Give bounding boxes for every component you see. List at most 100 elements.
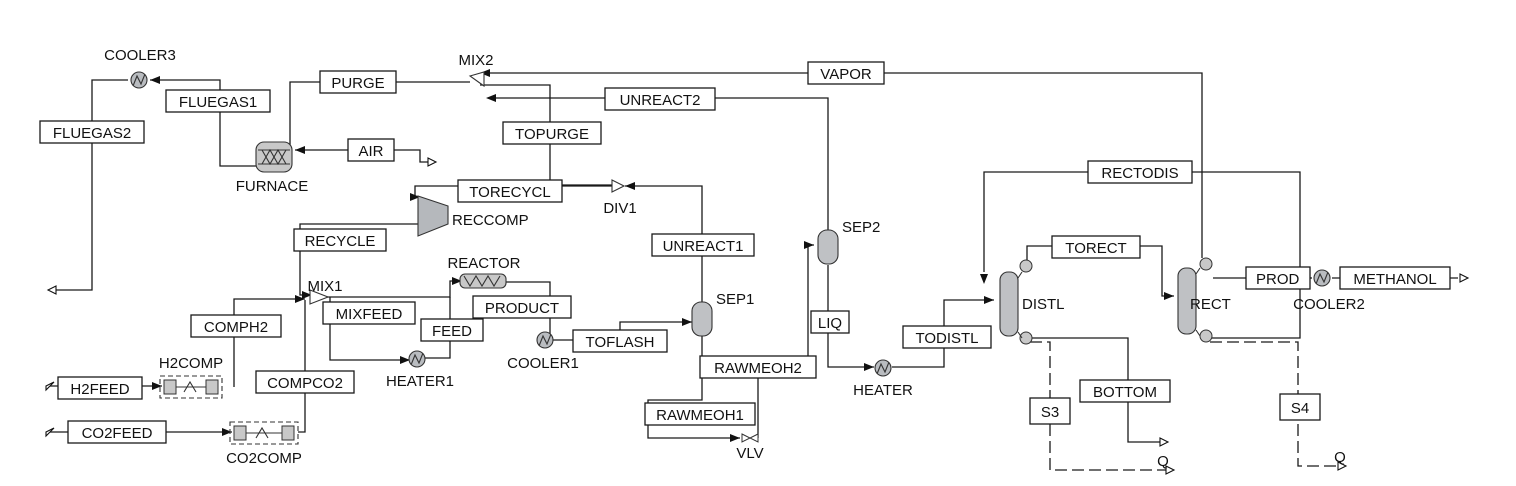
h2comp-icon[interactable] bbox=[159, 375, 223, 399]
stream-compco2[interactable]: COMPCO2 bbox=[255, 370, 355, 394]
svg-text:TODISTL: TODISTL bbox=[915, 330, 978, 347]
stream-fluegas2[interactable]: FLUEGAS2 bbox=[39, 120, 145, 144]
block-label-reactor: REACTOR bbox=[447, 255, 520, 272]
mix1-icon[interactable] bbox=[309, 289, 330, 305]
sep2-icon[interactable] bbox=[817, 229, 839, 265]
svg-text:RAWMEOH2: RAWMEOH2 bbox=[714, 360, 802, 377]
block-label-cooler2: COOLER2 bbox=[1293, 296, 1365, 313]
block-label-reccomp: RECCOMP bbox=[452, 212, 529, 229]
stream-methanol[interactable]: METHANOL bbox=[1339, 266, 1451, 290]
cooler2-icon[interactable] bbox=[1313, 269, 1331, 287]
svg-text:UNREACT2: UNREACT2 bbox=[620, 92, 701, 109]
stream-todistl[interactable]: TODISTL bbox=[902, 325, 992, 349]
sep1-icon[interactable] bbox=[691, 301, 713, 337]
svg-text:FLUEGAS1: FLUEGAS1 bbox=[179, 94, 257, 111]
cooler3-icon[interactable] bbox=[130, 71, 148, 89]
svg-text:RECYCLE: RECYCLE bbox=[305, 233, 376, 250]
block-label-cooler3: COOLER3 bbox=[104, 47, 176, 64]
stream-lines bbox=[50, 72, 1458, 471]
stream-liq[interactable]: LIQ bbox=[810, 310, 850, 334]
stream-prod[interactable]: PROD bbox=[1245, 266, 1311, 290]
svg-text:AIR: AIR bbox=[358, 143, 383, 160]
svg-text:TORECT: TORECT bbox=[1065, 240, 1126, 257]
svg-text:S3: S3 bbox=[1041, 404, 1059, 421]
stream-s3[interactable]: S3 bbox=[1029, 397, 1071, 425]
block-label-cooler1: COOLER1 bbox=[507, 355, 579, 372]
reactor-icon[interactable] bbox=[459, 273, 507, 289]
svg-text:COMPH2: COMPH2 bbox=[204, 319, 268, 336]
stream-fluegas1[interactable]: FLUEGAS1 bbox=[165, 89, 271, 113]
block-label-mix1: MIX1 bbox=[307, 278, 342, 295]
div1-icon[interactable] bbox=[611, 179, 626, 193]
svg-text:FEED: FEED bbox=[432, 323, 472, 340]
block-label-vlv: VLV bbox=[736, 445, 763, 462]
heater1-icon[interactable] bbox=[408, 350, 426, 368]
furnace-icon[interactable] bbox=[255, 141, 293, 173]
reccomp-icon[interactable] bbox=[417, 195, 449, 237]
svg-text:TOPURGE: TOPURGE bbox=[515, 126, 589, 143]
svg-text:RAWMEOH1: RAWMEOH1 bbox=[656, 407, 744, 424]
block-label-rect: RECT bbox=[1190, 296, 1231, 313]
svg-text:MIXFEED: MIXFEED bbox=[336, 306, 403, 323]
stream-co2feed[interactable]: CO2FEED bbox=[67, 420, 167, 444]
stream-comph2[interactable]: COMPH2 bbox=[190, 314, 282, 338]
stream-unreact1[interactable]: UNREACT1 bbox=[651, 233, 755, 257]
stream-torecycl[interactable]: TORECYCL bbox=[457, 179, 563, 203]
stream-rawmeoh2[interactable]: RAWMEOH2 bbox=[699, 355, 817, 379]
cooler1-icon[interactable] bbox=[536, 331, 554, 349]
svg-text:BOTTOM: BOTTOM bbox=[1093, 384, 1157, 401]
stream-bottom[interactable]: BOTTOM bbox=[1079, 379, 1171, 403]
block-labels: COOLER3 MIX2 FURNACE DIV1 RECCOMP MIX1 R… bbox=[104, 47, 1365, 470]
stream-purge[interactable]: PURGE bbox=[319, 70, 397, 94]
stream-h2feed[interactable]: H2FEED bbox=[57, 376, 143, 400]
svg-text:PROD: PROD bbox=[1256, 271, 1300, 288]
co2comp-icon[interactable] bbox=[229, 421, 299, 445]
svg-text:UNREACT1: UNREACT1 bbox=[663, 238, 744, 255]
svg-text:PRODUCT: PRODUCT bbox=[485, 300, 559, 317]
svg-text:FLUEGAS2: FLUEGAS2 bbox=[53, 125, 131, 142]
stream-toflash[interactable]: TOFLASH bbox=[572, 329, 668, 353]
heat-label-q-rect: Q bbox=[1334, 449, 1346, 466]
svg-text:COMPCO2: COMPCO2 bbox=[267, 375, 343, 392]
stream-recycle[interactable]: RECYCLE bbox=[293, 228, 387, 252]
vlv-icon[interactable] bbox=[741, 433, 759, 443]
svg-text:VAPOR: VAPOR bbox=[820, 66, 872, 83]
stream-air[interactable]: AIR bbox=[347, 138, 395, 162]
stream-torect[interactable]: TORECT bbox=[1051, 235, 1141, 259]
outlet-arrows bbox=[45, 157, 1470, 475]
svg-text:PURGE: PURGE bbox=[331, 75, 384, 92]
rect-column-icon[interactable] bbox=[1177, 257, 1213, 343]
block-label-mix2: MIX2 bbox=[458, 52, 493, 69]
block-label-sep2: SEP2 bbox=[842, 219, 880, 236]
svg-text:TOFLASH: TOFLASH bbox=[586, 334, 655, 351]
block-label-div1: DIV1 bbox=[603, 200, 636, 217]
block-label-distl: DISTL bbox=[1022, 296, 1065, 313]
block-label-furnace: FURNACE bbox=[236, 178, 309, 195]
stream-topurge[interactable]: TOPURGE bbox=[502, 121, 602, 145]
svg-text:CO2FEED: CO2FEED bbox=[82, 425, 153, 442]
block-label-heater1: HEATER1 bbox=[386, 373, 454, 390]
block-label-co2comp: CO2COMP bbox=[226, 450, 302, 467]
stream-unreact2[interactable]: UNREACT2 bbox=[604, 87, 716, 111]
heater-icon[interactable] bbox=[874, 359, 892, 377]
stream-labels: FLUEGAS1 FLUEGAS2 PURGE VAPOR UNREACT2 T… bbox=[39, 61, 1451, 444]
stream-mixfeed[interactable]: MIXFEED bbox=[322, 301, 416, 325]
svg-text:TORECYCL: TORECYCL bbox=[469, 184, 550, 201]
svg-text:S4: S4 bbox=[1291, 400, 1309, 417]
svg-text:H2FEED: H2FEED bbox=[70, 381, 129, 398]
distl-column-icon[interactable] bbox=[999, 259, 1033, 345]
heat-label-q-distl: Q bbox=[1157, 453, 1169, 470]
block-label-h2comp: H2COMP bbox=[159, 355, 223, 372]
stream-feed[interactable]: FEED bbox=[420, 318, 484, 342]
stream-rectodis[interactable]: RECTODIS bbox=[1087, 160, 1193, 184]
stream-vapor[interactable]: VAPOR bbox=[807, 61, 885, 85]
svg-text:METHANOL: METHANOL bbox=[1353, 271, 1436, 288]
stream-s4[interactable]: S4 bbox=[1279, 393, 1321, 421]
block-label-sep1: SEP1 bbox=[716, 291, 754, 308]
stream-product[interactable]: PRODUCT bbox=[472, 295, 572, 319]
stream-rawmeoh1[interactable]: RAWMEOH1 bbox=[644, 402, 756, 426]
mix2-icon[interactable] bbox=[468, 71, 485, 88]
block-label-heater: HEATER bbox=[853, 382, 913, 399]
svg-text:LIQ: LIQ bbox=[818, 315, 842, 332]
